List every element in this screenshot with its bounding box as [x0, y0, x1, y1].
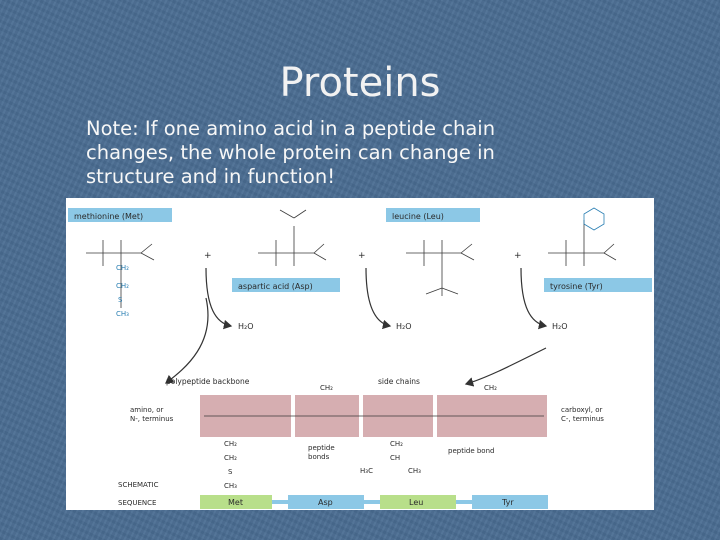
tyr-structure: [548, 207, 617, 266]
carboxyl-terminus-line1: carboxyl, or: [561, 406, 602, 414]
tyr-label: tyrosine (Tyr): [550, 282, 603, 291]
leu-label-box: [386, 208, 480, 222]
amino-terminus-line2: N-, terminus: [130, 415, 174, 423]
carboxyl-terminus-line2: C-, terminus: [561, 415, 604, 423]
met-label: methionine (Met): [74, 212, 143, 221]
side-chains-label: side chains: [378, 377, 420, 386]
svg-text:CH₂: CH₂: [224, 454, 237, 462]
slide-title: Proteins: [279, 60, 441, 106]
svg-text:CH₂: CH₂: [484, 384, 497, 392]
terminus-labels: amino, or N-, terminus carboxyl, or C-, …: [130, 406, 604, 423]
met-side-chain: CH₂ CH₂ S CH₃: [116, 264, 129, 318]
seq-residue-asp: Asp: [318, 498, 333, 507]
svg-text:S: S: [118, 296, 123, 304]
asp-label-box: [232, 278, 340, 292]
seq-residue-met: Met: [228, 498, 243, 507]
asp-label: aspartic acid (Asp): [238, 282, 313, 291]
svg-text:S: S: [228, 468, 233, 476]
asp-structure: [258, 209, 327, 266]
peptide-bonds-line1: peptide: [308, 444, 335, 452]
sequence-residues: Met Asp Leu Tyr: [228, 498, 514, 507]
peptide-figure: methionine (Met) aspartic acid (Asp) leu…: [66, 198, 654, 510]
slide-note: Note: If one amino acid in a peptide cha…: [86, 117, 496, 188]
seq-residue-tyr: Tyr: [501, 498, 514, 507]
schematic-label: SCHEMATIC: [118, 481, 159, 489]
amino-terminus-line1: amino, or: [130, 406, 164, 414]
svg-text:CH₃: CH₃: [224, 482, 237, 490]
peptide-bond-label: peptide bond: [448, 447, 494, 455]
sequence-label: SEQUENCE: [118, 499, 156, 507]
svg-text:+: +: [358, 251, 366, 261]
plus-signs: + + +: [204, 251, 522, 261]
h2o-label-2: H₂O: [396, 322, 412, 331]
leu-label: leucine (Leu): [392, 212, 444, 221]
schematic-strip: [200, 495, 548, 509]
peptide-diagram: methionine (Met) aspartic acid (Asp) leu…: [68, 207, 652, 509]
svg-text:+: +: [204, 251, 212, 261]
met-structure: [86, 240, 155, 308]
h2o-label-3: H₂O: [552, 322, 568, 331]
svg-text:CH: CH: [390, 454, 400, 462]
reaction-arrows: [165, 267, 548, 387]
peptide-bonds-line2: bonds: [308, 453, 330, 461]
tyr-label-box: [544, 278, 652, 292]
svg-text:+: +: [514, 251, 522, 261]
met-label-box: [68, 208, 172, 222]
svg-text:CH₃: CH₃: [408, 467, 421, 475]
svg-text:CH₂: CH₂: [116, 282, 129, 290]
svg-text:CH₂: CH₂: [224, 440, 237, 448]
svg-text:H₃C: H₃C: [360, 467, 373, 475]
chain-side-groups: CH₂ CH₂ S CH₃ CH₂ CH₂ CH H₃C CH₃ CH₂: [224, 384, 497, 490]
svg-text:CH₂: CH₂: [320, 384, 333, 392]
leu-structure: [406, 240, 475, 296]
svg-text:CH₂: CH₂: [390, 440, 403, 448]
backbone-label: polypeptide backbone: [166, 377, 250, 386]
h2o-label-1: H₂O: [238, 322, 254, 331]
svg-text:CH₃: CH₃: [116, 310, 129, 318]
svg-text:CH₂: CH₂: [116, 264, 129, 272]
seq-residue-leu: Leu: [409, 498, 423, 507]
